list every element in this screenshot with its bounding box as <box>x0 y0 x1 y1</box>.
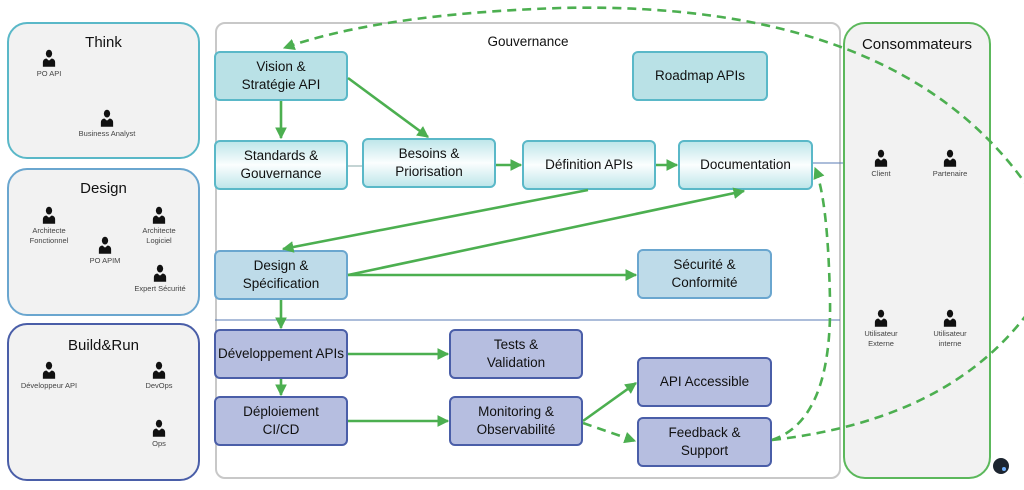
box-feedback[interactable]: Feedback & Support <box>637 417 772 467</box>
person-devops: DevOps <box>119 361 199 391</box>
think-title: Think <box>85 34 122 51</box>
build-run-title: Build&Run <box>68 337 139 354</box>
person-po-api: PO API <box>9 49 89 79</box>
person-ops: Ops <box>119 419 199 449</box>
think-panel: Think PO API Business Analyst <box>7 22 200 159</box>
box-developpement[interactable]: Développement APIs <box>214 329 348 379</box>
box-securite[interactable]: Sécurité & Conformité <box>637 249 772 299</box>
box-standards[interactable]: Standards & Gouvernance <box>214 140 348 190</box>
person-expert-securite: Expert Sécurité <box>120 264 200 294</box>
design-title: Design <box>80 180 127 197</box>
box-definition[interactable]: Définition APIs <box>522 140 656 190</box>
box-vision[interactable]: Vision & Stratégie API <box>214 51 348 101</box>
box-roadmap[interactable]: Roadmap APIs <box>632 51 768 101</box>
box-documentation[interactable]: Documentation <box>678 140 813 190</box>
box-api-accessible[interactable]: API Accessible <box>637 357 772 407</box>
person-developpeur-api: Développeur API <box>9 361 89 391</box>
box-design-specification[interactable]: Design & Spécification <box>214 250 348 300</box>
person-business-analyst: Business Analyst <box>67 109 147 139</box>
person-architecte-logiciel: Architecte Logiciel <box>119 206 199 246</box>
build-run-panel: Build&Run Développeur API DevOps Ops <box>7 323 200 481</box>
box-deploiement[interactable]: Déploiement CI/CD <box>214 396 348 446</box>
person-po-apim: PO APIM <box>65 236 145 266</box>
box-monitoring[interactable]: Monitoring & Observabilité <box>449 396 583 446</box>
design-panel: Design Architecte Fonctionnel Architecte… <box>7 168 200 316</box>
box-tests[interactable]: Tests & Validation <box>449 329 583 379</box>
person-architecte-fonctionnel: Architecte Fonctionnel <box>9 206 89 246</box>
box-besoins[interactable]: Besoins & Priorisation <box>362 138 496 188</box>
